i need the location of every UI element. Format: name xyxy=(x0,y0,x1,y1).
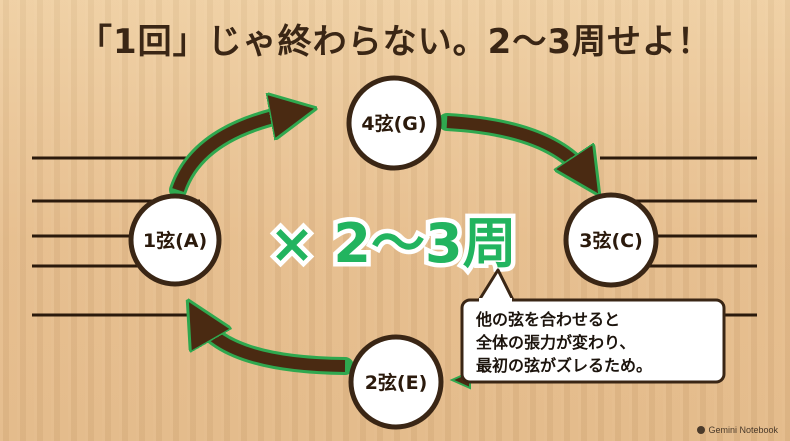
arrow-string2-to-string1 xyxy=(198,318,346,372)
node-string2-label: 2弦(E) xyxy=(365,371,428,394)
watermark-text: Gemini Notebook xyxy=(708,425,778,435)
bubble-line-1: 他の弦を合わせると xyxy=(475,310,620,329)
notebook-icon xyxy=(697,426,706,434)
node-string1-label: 1弦(A) xyxy=(143,229,207,252)
node-string4: 4弦(G) xyxy=(346,75,442,171)
bubble-box xyxy=(460,298,726,384)
node-string3: 3弦(C) xyxy=(563,192,659,288)
node-string3-label: 3弦(C) xyxy=(579,229,643,252)
node-string1: 1弦(A) xyxy=(128,193,222,287)
page-title: 「1回」じゃ終わらない。2〜3周せよ！ xyxy=(78,22,712,62)
watermark: Gemini Notebook xyxy=(697,425,778,435)
explanation-bubble: 他の弦を合わせると 全体の張力が変わり、 最初の弦がズレるため。 xyxy=(460,268,726,384)
repeat-count-label: × 2〜3周 xyxy=(269,212,516,275)
node-string4-label: 4弦(G) xyxy=(361,112,426,135)
arrow-string4-to-string3 xyxy=(446,116,588,178)
bubble-tail-joint xyxy=(479,298,512,304)
arrow-string1-to-string4 xyxy=(172,112,296,193)
bubble-line-2: 全体の張力が変わり、 xyxy=(475,333,635,352)
node-string2: 2弦(E) xyxy=(348,334,444,430)
bubble-line-3: 最初の弦がズレるため。 xyxy=(476,356,652,375)
